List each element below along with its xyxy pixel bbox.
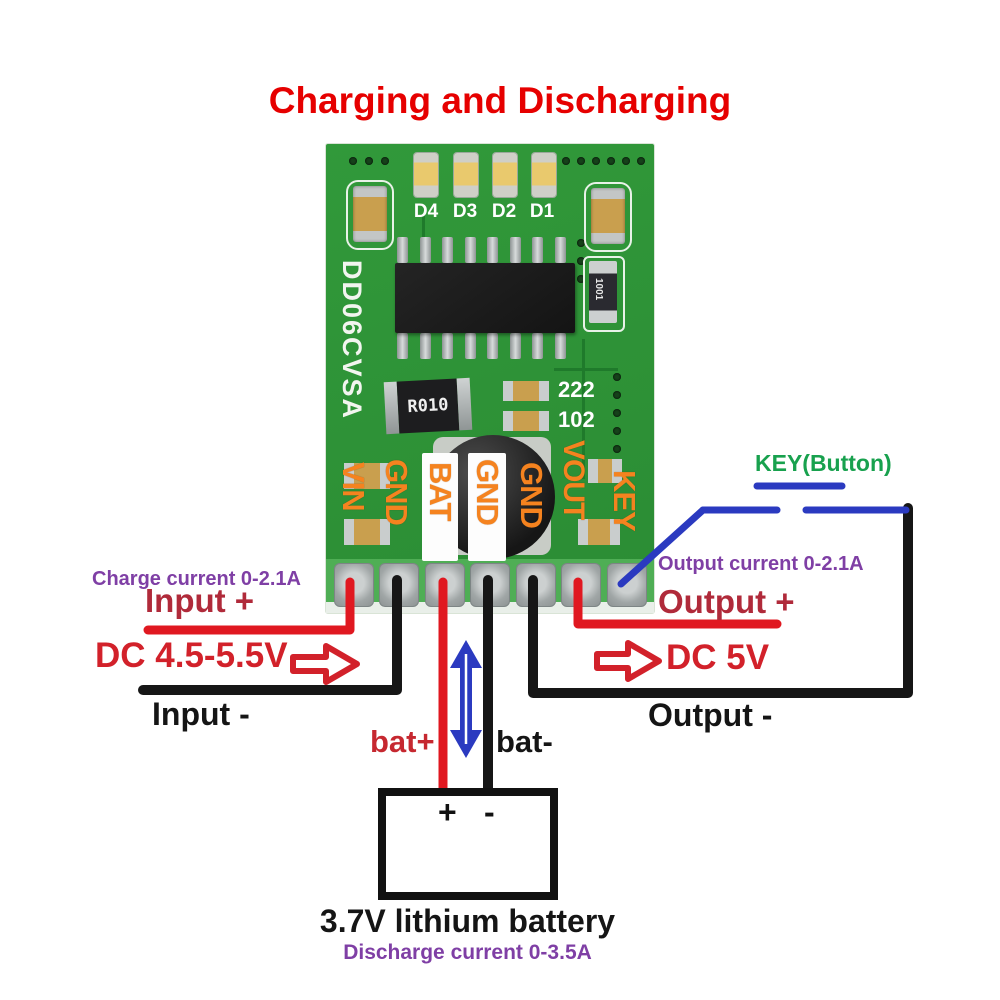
label-102: 102 <box>558 407 595 432</box>
ic-pin <box>487 237 498 263</box>
output-current-label: Output current 0-2.1A <box>658 553 864 575</box>
pin-label-gnd1: GND <box>379 459 414 525</box>
solder-pad-bat <box>425 563 465 607</box>
chip-capacitor <box>344 463 390 489</box>
pin-label-gnd2: GND <box>470 459 505 525</box>
ic-pin <box>510 333 521 359</box>
via-hole <box>613 409 621 417</box>
input-minus-label: Input - <box>152 696 250 732</box>
solder-pad-vin <box>334 563 374 607</box>
battery-minus-terminal: - <box>484 794 495 830</box>
ic-pin <box>420 237 431 263</box>
pcb-trace <box>554 368 618 371</box>
via-hole <box>562 157 570 165</box>
led-d2 <box>493 153 517 197</box>
resistor-1001-label: 1001 <box>593 278 604 301</box>
label-box <box>468 453 506 561</box>
via-hole <box>577 157 585 165</box>
via-hole <box>613 391 621 399</box>
ic-pin <box>532 333 543 359</box>
battery-bidirectional-arrow-icon <box>450 640 482 758</box>
ic-pin <box>555 333 566 359</box>
ic-pin <box>465 333 476 359</box>
pcb-module: D4 D3 D2 D1 1001 DD06CVSA R010 <box>325 143 655 614</box>
output-voltage-arrow-icon <box>594 640 662 682</box>
chip-capacitor <box>588 459 622 483</box>
via-hole <box>577 257 585 265</box>
charge-current-label: Charge current 0-2.1A <box>92 568 301 590</box>
via-hole <box>637 157 645 165</box>
via-hole <box>365 157 373 165</box>
led-d3 <box>454 153 478 197</box>
pin-label-gnd3: GND <box>514 462 549 528</box>
pcb-trace <box>582 339 585 479</box>
led-label-d3: D3 <box>452 201 478 222</box>
chip-resistor-102 <box>503 411 549 431</box>
output-minus-label: Output - <box>648 697 773 733</box>
battery-plus-terminal: + <box>438 794 457 830</box>
shunt-resistor: R010 <box>383 377 473 435</box>
shunt-resistor-label: R010 <box>396 378 460 434</box>
pin-label-key: KEY <box>607 470 642 531</box>
output-plus-label: Output + <box>658 583 795 620</box>
input-capacitor <box>353 186 387 242</box>
controller-ic <box>395 263 575 333</box>
battery-name-label: 3.7V lithium battery <box>319 903 616 939</box>
board-model-silkscreen: DD06CVSA <box>337 260 367 421</box>
pin-label-bat: BAT <box>423 462 458 521</box>
discharge-current-label: Discharge current 0-3.5A <box>343 941 592 964</box>
resistor-1001: 1001 <box>589 261 617 323</box>
pin-label-vin: VIN <box>336 462 371 511</box>
chip-resistor-222 <box>503 381 549 401</box>
pin-label-vout: VOUT <box>557 440 590 520</box>
via-hole <box>381 157 389 165</box>
label-box <box>422 453 458 561</box>
capacitor-outline <box>584 182 632 252</box>
led-d1 <box>532 153 556 197</box>
resistor-outline <box>583 256 625 332</box>
ic-pin <box>397 333 408 359</box>
via-hole <box>622 157 630 165</box>
output-voltage-label: DC 5V <box>666 638 770 677</box>
via-hole <box>577 239 585 247</box>
ic-pin <box>397 237 408 263</box>
resistor-end <box>456 377 473 431</box>
battery-box: + - <box>378 788 558 900</box>
solder-pad-gnd3 <box>516 563 556 607</box>
led-label-d2: D2 <box>491 201 517 222</box>
output-capacitor <box>591 188 625 244</box>
via-hole <box>607 157 615 165</box>
led-d4 <box>414 153 438 197</box>
bat-plus-label: bat+ <box>370 724 435 759</box>
solder-pad-gnd2 <box>470 563 510 607</box>
ic-pin <box>442 237 453 263</box>
via-hole <box>613 445 621 453</box>
input-voltage-label: DC 4.5-5.5V <box>95 636 288 675</box>
solder-pad-gnd1 <box>379 563 419 607</box>
led-label-d1: D1 <box>529 201 555 222</box>
led-label-d4: D4 <box>413 201 439 222</box>
key-button-label: KEY(Button) <box>755 450 892 476</box>
via-hole <box>577 275 585 283</box>
ic-pin <box>510 237 521 263</box>
via-hole <box>592 157 600 165</box>
solder-pad-vout <box>561 563 601 607</box>
via-hole <box>349 157 357 165</box>
page-title: Charging and Discharging <box>268 80 732 121</box>
ic-pin <box>420 333 431 359</box>
ic-pin <box>487 333 498 359</box>
ic-pin <box>555 237 566 263</box>
input-plus-label: Input + <box>145 582 255 619</box>
ic-pin <box>442 333 453 359</box>
solder-pad-key <box>607 563 647 607</box>
via-hole <box>613 427 621 435</box>
label-222: 222 <box>558 377 595 402</box>
via-hole <box>613 373 621 381</box>
bat-minus-label: bat- <box>496 724 553 759</box>
chip-capacitor <box>344 519 390 545</box>
capacitor-outline <box>346 180 394 250</box>
input-voltage-arrow-icon <box>290 643 360 685</box>
ic-pin <box>465 237 476 263</box>
ic-pin <box>532 237 543 263</box>
